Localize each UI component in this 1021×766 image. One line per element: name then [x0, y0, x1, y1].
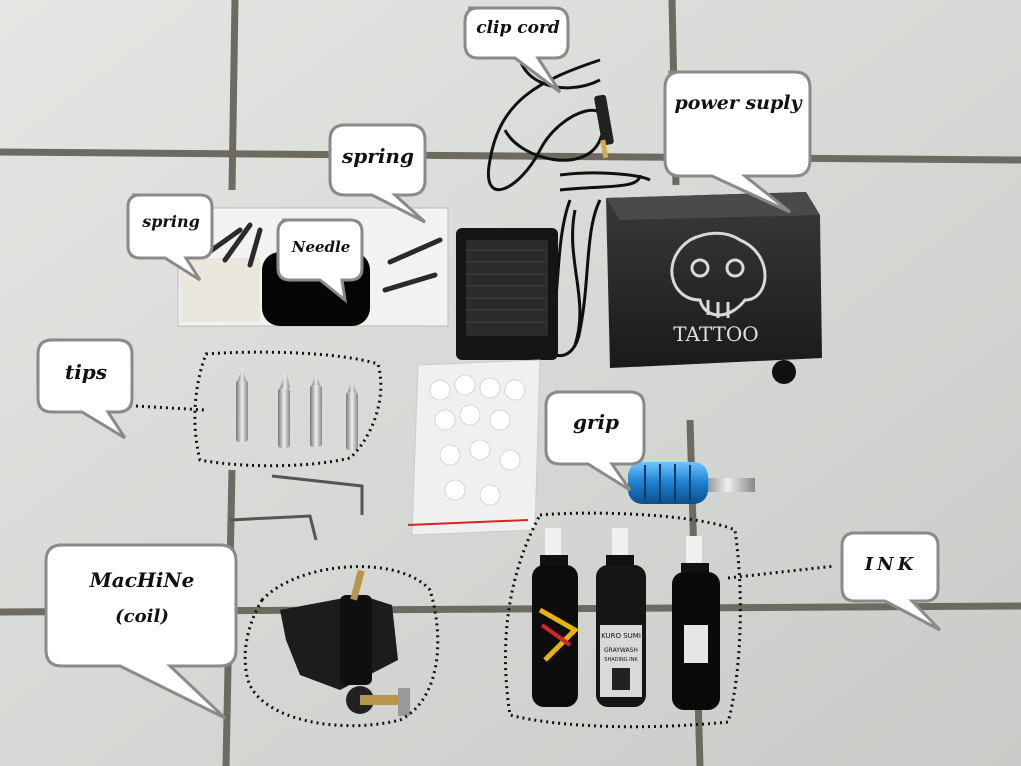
tattoo-tips: [236, 368, 358, 450]
foot-pedal: [456, 228, 558, 360]
bubble-spring-1: [126, 193, 214, 282]
ink-bottle-3: [672, 536, 720, 710]
skull-logo: [670, 231, 767, 318]
ink-bottle-2: KURO SUMI GRAYWASH SHADING INK: [596, 528, 646, 707]
bubble-power-supply: [663, 70, 812, 214]
ink-bottle-2-subtype: SHADING INK: [604, 657, 638, 663]
clip-cord-plug: [594, 94, 614, 146]
bubble-ink: [840, 531, 942, 632]
bubble-needle: [276, 218, 364, 304]
bubble-spring-2: [328, 123, 427, 224]
bubble-machine: [44, 543, 238, 720]
bubble-grip: [544, 390, 646, 492]
power-supply-unit: TATTOO: [606, 192, 822, 384]
grip-tube: [628, 462, 755, 504]
bubble-tips: [36, 338, 134, 440]
machine-dotted-outline: [243, 565, 440, 728]
ink-dotted-outline: [503, 511, 742, 729]
ink-bottle-2-brand: KURO SUMI: [601, 632, 641, 640]
ink-caps-bag: [407, 359, 541, 536]
ink-bottle-2-type: GRAYWASH: [604, 647, 638, 654]
power-cord: [547, 174, 642, 358]
bubble-clip-cord: [463, 6, 570, 94]
tattoo-machine: [280, 569, 410, 716]
power-supply-brand: TATTOO: [673, 322, 758, 346]
speech-bubbles: [36, 6, 942, 720]
ink-bottles: KURO SUMI GRAYWASH SHADING INK: [532, 528, 720, 710]
allen-keys: [229, 474, 364, 541]
ink-bottle-1: [532, 528, 580, 707]
power-supply-knob: [772, 360, 796, 384]
